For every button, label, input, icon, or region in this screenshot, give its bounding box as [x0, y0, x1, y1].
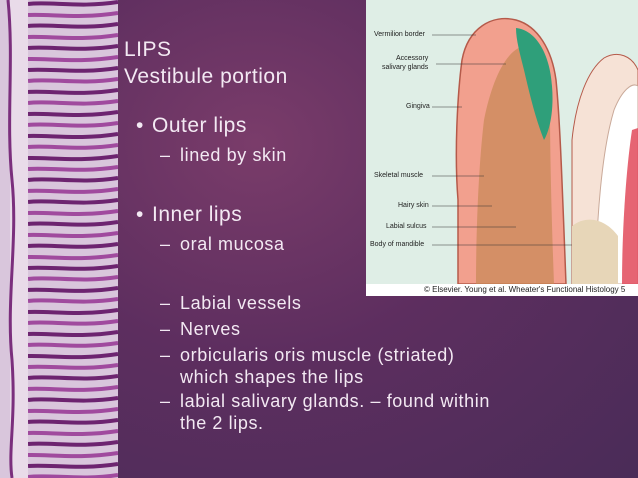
label-accessory: Accessory — [396, 55, 429, 62]
histology-band — [27, 198, 118, 205]
label-hairy-skin: Hairy skin — [398, 202, 429, 209]
histology-band — [27, 33, 118, 41]
histology-band — [27, 44, 118, 51]
histology-band — [27, 396, 118, 403]
histology-band — [27, 209, 118, 216]
histology-band — [27, 55, 118, 63]
histology-band — [27, 242, 118, 249]
histology-band — [27, 440, 118, 447]
histology-band — [27, 165, 118, 172]
histology-band — [27, 330, 118, 338]
sub-bullet-text: lined by skin — [180, 145, 287, 165]
dash-glyph: – — [160, 293, 171, 313]
histology-band — [27, 143, 118, 150]
title-line-2: Vestibule portion — [124, 65, 288, 88]
label-body-of-mandible: Body of mandible — [370, 241, 425, 248]
histology-band — [27, 286, 118, 293]
histology-band — [27, 99, 118, 106]
label-salivary-glands: salivary glands — [382, 64, 429, 71]
histology-image — [0, 0, 118, 478]
histology-band — [27, 341, 118, 348]
histology-band — [27, 352, 118, 360]
bullet-outer-lips: • Outer lips — [136, 114, 247, 138]
bullet-inner-lips: • Inner lips — [136, 203, 243, 227]
bullet-dot: • — [136, 203, 144, 226]
label-skeletal-muscle: Skeletal muscle — [374, 172, 424, 179]
bullet-dot: • — [136, 114, 144, 137]
histology-band — [27, 0, 118, 7]
detail-orbicularis-oris: – orbicularis oris muscle (striated) whi… — [160, 344, 455, 388]
detail-text: Labial vessels — [180, 293, 302, 313]
histology-band — [27, 187, 118, 194]
lip-anatomy-figure: Vermilion border Accessory salivary glan… — [366, 0, 638, 296]
detail-text: Nerves — [180, 319, 241, 339]
histology-band — [27, 22, 118, 29]
dash-glyph: – — [160, 145, 171, 165]
sub-bullet-lined-by-skin: – lined by skin — [160, 144, 287, 166]
sub-bullet-text: oral mucosa — [180, 234, 285, 254]
histology-band — [27, 176, 118, 183]
dash-glyph: – — [160, 345, 171, 365]
histology-band — [27, 363, 118, 370]
lip-diagram — [366, 0, 638, 284]
dash-glyph: – — [160, 234, 171, 254]
histology-band — [27, 253, 118, 261]
histology-band — [27, 66, 118, 73]
histology-band — [27, 385, 118, 392]
histology-band — [27, 429, 118, 437]
histology-band — [27, 88, 118, 95]
bullet-label: Outer lips — [152, 114, 247, 137]
histology-band — [27, 451, 118, 459]
histology-band — [27, 374, 118, 381]
label-labial-sulcus: Labial sulcus — [386, 223, 427, 230]
figure-caption: © Elsevier. Young et al. Wheater's Funct… — [366, 284, 638, 296]
histology-band — [27, 11, 118, 18]
detail-labial-vessels: – Labial vessels — [160, 292, 302, 314]
histology-band — [27, 264, 118, 271]
histology-band — [27, 132, 118, 140]
histology-band — [27, 275, 118, 282]
histology-band — [27, 154, 118, 162]
detail-nerves: – Nerves — [160, 318, 241, 340]
histology-band — [27, 77, 118, 84]
histology-band — [27, 110, 118, 117]
histology-band — [27, 319, 118, 326]
detail-labial-salivary-glands: – labial salivary glands. – found within… — [160, 390, 490, 434]
detail-text-line-2: the 2 lips. — [180, 413, 264, 433]
histology-band — [27, 462, 118, 469]
histology-band — [27, 407, 118, 414]
histology-band — [27, 418, 118, 425]
histology-band — [27, 220, 118, 227]
dash-glyph: – — [160, 319, 171, 339]
histology-band — [27, 231, 118, 239]
histology-band — [27, 121, 118, 128]
slide-title: LIPS Vestibule portion — [124, 36, 288, 90]
title-line-1: LIPS — [124, 38, 172, 61]
label-gingiva: Gingiva — [406, 103, 430, 110]
label-vermilion-border: Vermilion border — [374, 31, 425, 38]
detail-text-line-1: orbicularis oris muscle (striated) — [180, 345, 455, 365]
histology-band — [27, 308, 118, 315]
histology-band — [27, 473, 118, 478]
detail-text-line-1: labial salivary glands. – found within — [180, 391, 490, 411]
sub-bullet-oral-mucosa: – oral mucosa — [160, 233, 285, 255]
dash-glyph: – — [160, 391, 171, 411]
detail-text-line-2: which shapes the lips — [180, 367, 364, 387]
histology-band — [27, 297, 118, 304]
bullet-label: Inner lips — [152, 203, 243, 226]
